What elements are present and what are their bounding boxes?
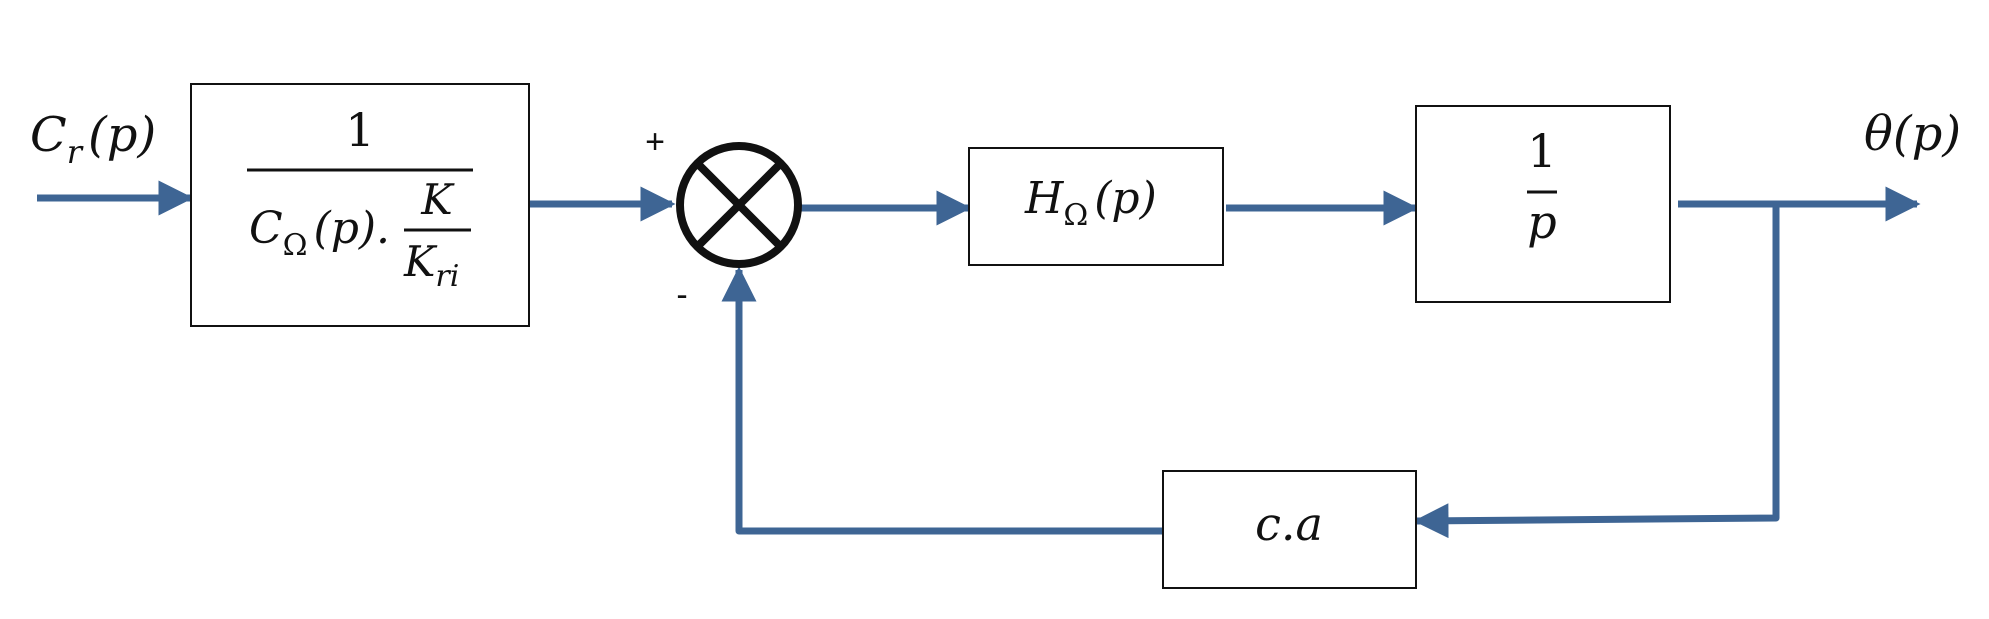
speed-loop-box <box>968 147 1224 266</box>
minus-sign: - <box>676 276 687 314</box>
speed-loop-block: HΩ(p) <box>968 147 1224 266</box>
prefilter-inner-numerator: K <box>420 175 455 224</box>
prefilter-numerator: 1 <box>345 103 374 157</box>
speed-loop-label: HΩ(p) <box>1024 173 1157 233</box>
integrator-box <box>1415 105 1671 303</box>
prefilter-block: 1 CΩ(p). K Kri <box>190 83 530 327</box>
plus-sign: + <box>645 123 665 161</box>
output-signal-label: θ(p) <box>1864 106 1961 162</box>
summing-junction <box>676 142 802 268</box>
feedback-block: c.a <box>1162 470 1417 589</box>
signal-lines <box>37 180 1921 539</box>
input-signal-label: Cr(p) <box>30 107 156 171</box>
integrator-denominator: p <box>1527 195 1556 249</box>
feedback-path-arrow <box>1413 204 1780 539</box>
feedback-box <box>1162 470 1417 589</box>
feedback-label: c.a <box>1255 497 1323 551</box>
prefilter-inner-denominator: Kri <box>403 237 459 294</box>
integrator-numerator: 1 <box>1527 124 1556 178</box>
prefilter-denominator: CΩ(p). <box>249 203 390 263</box>
integrator-block: 1 p <box>1415 105 1671 303</box>
feedback-to-sum-arrow <box>721 266 1163 535</box>
sum-cross-b <box>694 160 784 250</box>
prefilter-box <box>190 83 530 327</box>
